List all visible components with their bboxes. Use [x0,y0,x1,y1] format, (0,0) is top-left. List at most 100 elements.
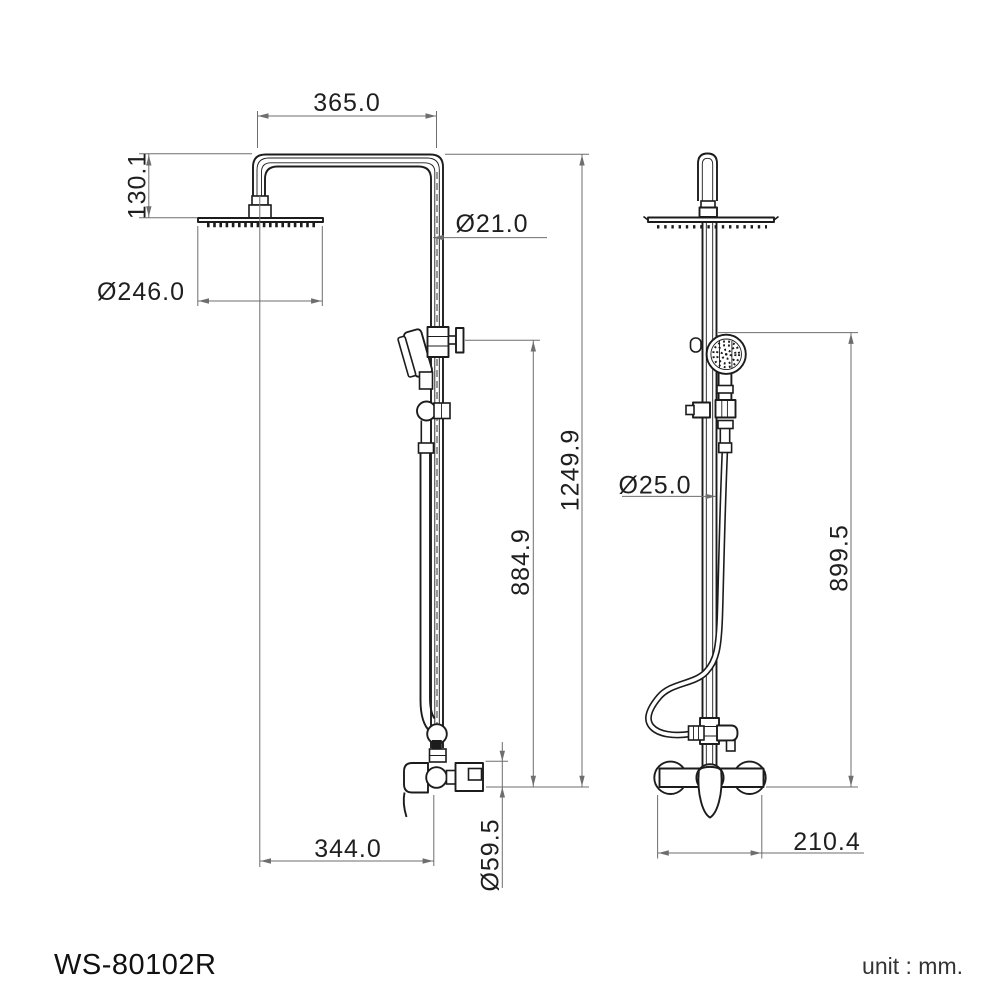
arrowhead [579,155,585,166]
knob-head [455,327,465,354]
dim-arm-width: 365.0 [257,89,437,148]
knob-stem [447,335,457,345]
dim-head-offset: 344.0 [259,795,435,866]
dim-hose-diameter: Ø25.0 [618,472,716,500]
elbow-dark-block [431,740,442,749]
dim-overall-height: 1249.9 [445,153,589,788]
cap-outer [697,152,718,201]
dim-overall-height-label: 1249.9 [557,429,585,511]
diverter-body [716,724,739,742]
dim-head-diameter: Ø246.0 [97,226,323,306]
hose-line-right [429,453,436,720]
arm-mid-line-2 [261,162,436,748]
hand-shower-face [397,335,417,378]
handle-clamp [714,399,737,419]
mixer-lever [402,792,408,818]
arm-inner-wall [264,165,432,748]
arrowhead [750,850,762,856]
dim-mixer-width-label: 210.4 [793,828,861,856]
slider-knob-bump [689,337,702,353]
rain-shower-head-side [197,195,324,228]
hose-side [417,420,436,733]
dim-outlet-diameter-label: Ø59.5 [477,818,505,891]
unit-note: unit : mm. [862,953,963,979]
slider-bracket [692,401,711,419]
column-front [701,217,718,768]
head-plate-front [647,216,775,223]
dim-hand-shower-height-side: 884.9 [465,339,540,787]
cap-joint [700,200,716,209]
dim-head-drop-label: 130.1 [124,152,152,220]
title-block: WS-80102R unit : mm. [54,949,963,981]
dim-hand-shower-height-label: 884.9 [507,528,535,596]
spray-dot-center [724,353,728,356]
dim-mixer-width: 210.4 [657,795,864,859]
arrowhead [705,493,716,500]
handle-band-lower [717,442,733,454]
gooseneck-arm [252,153,444,748]
mixer-valve-side [402,762,484,818]
arrowhead [499,787,505,798]
front-view [643,152,779,819]
arrowhead [848,333,854,344]
top-cap-front [697,152,718,218]
spray-ring-3 [712,340,741,369]
dim-front-height-label: 899.5 [826,524,854,592]
arrowhead [311,298,322,304]
arrowhead [258,113,269,119]
mixer-coupler [445,769,457,785]
slider-tab [685,404,695,416]
hand-shower-front [705,333,747,454]
arrowhead [422,858,434,864]
handle-band-mid [717,419,734,430]
rain-shower-head-front [643,215,779,229]
arrowhead [198,298,209,304]
dim-pipe-diameter-label: Ø21.0 [455,210,528,238]
arrowhead [425,113,436,119]
head-plate [197,217,324,223]
hose-nut [687,725,705,741]
spray-ring-2 [715,344,737,365]
arrowhead [658,850,669,856]
mixer-lever-front [697,765,723,819]
head-plate-tip-right [773,215,779,221]
cap-inner [701,157,714,201]
dim-head-diameter-label: Ø246.0 [97,278,185,306]
arrowhead [499,750,505,762]
arrowhead [848,775,854,787]
arrowhead [260,858,271,864]
arrowhead [579,775,585,787]
hose-band-core [646,451,727,737]
slider-ring [416,400,437,422]
bottom-elbow-side [426,723,448,763]
hand-shower-face-inner [710,338,742,371]
handle-band-upper [716,384,734,394]
dim-pipe-diameter: Ø21.0 [433,210,547,241]
dim-head-offset-label: 344.0 [314,835,382,863]
arm-mid-line-1 [256,157,440,748]
arm-outer-wall [252,153,444,748]
dim-arm-width-label: 365.0 [313,89,381,117]
dim-outlet-diameter: Ø59.5 [477,742,508,892]
mixer-ball [425,766,448,789]
dim-hose-diameter-label: Ø25.0 [618,472,691,500]
outlet-junction-front [687,717,739,752]
hose-front [645,451,729,739]
side-view [197,153,484,818]
arrowhead [530,341,536,352]
slider-front [685,337,711,419]
mixer-outlet-port [467,767,483,781]
dim-head-drop: 130.1 [124,152,252,220]
mixer-handle-base [403,762,429,794]
cap-collar [698,206,718,218]
slider-sleeve [426,326,450,358]
model-number: WS-80102R [54,949,216,981]
arrowhead [530,775,536,787]
dim-hand-shower-height-front: 899.5 [718,332,858,788]
hand-shower-side [397,328,451,422]
hose-line-left [419,453,431,733]
spray-ring-1 [720,348,732,360]
dimension-annotations: 365.0 130.1 Ø246.0 Ø21.0 [97,89,864,892]
slider-knob-side [426,326,465,358]
